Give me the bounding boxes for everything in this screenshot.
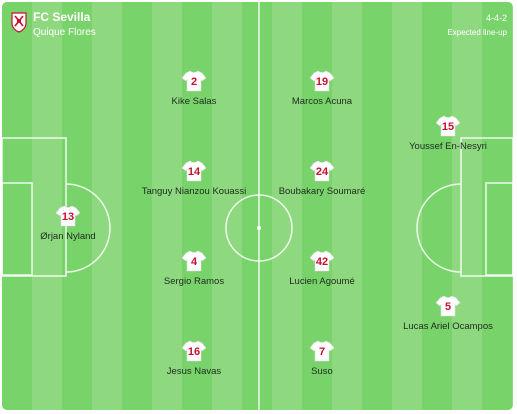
jersey-icon (310, 250, 334, 272)
player-card[interactable]: 13 Ørjan Nyland (3, 205, 133, 247)
player-card[interactable]: 16 Jesus Navas (129, 340, 259, 382)
jersey-icon (182, 160, 206, 182)
jersey-icon (310, 160, 334, 182)
player-card[interactable]: 7 Suso (257, 340, 387, 382)
player-name[interactable]: Kike Salas (171, 96, 217, 107)
jersey-number: 24 (315, 166, 329, 178)
player-name[interactable]: Suso (311, 366, 333, 377)
jersey-number: 15 (441, 121, 455, 133)
player-name[interactable]: Jesus Navas (166, 366, 222, 377)
team-name[interactable]: FC Sevilla (33, 10, 91, 24)
jersey-icon (182, 250, 206, 272)
formation-label: 4-4-2 (485, 13, 507, 23)
jersey-icon (182, 70, 206, 92)
player-card[interactable]: 19 Marcos Acuna (257, 70, 387, 112)
jersey-number: 16 (187, 346, 201, 358)
jersey-number: 13 (61, 211, 75, 223)
player-card[interactable]: 15 Youssef En-Nesyri (383, 115, 513, 157)
player-card[interactable]: 24 Boubakary Soumaré (257, 160, 387, 202)
jersey-icon (182, 340, 206, 362)
jersey-number: 42 (315, 256, 329, 268)
player-card[interactable]: 42 Lucien Agoumé (257, 250, 387, 292)
jersey-icon (310, 340, 334, 362)
jersey-number: 19 (315, 76, 329, 88)
player-name[interactable]: Ørjan Nyland (40, 231, 96, 242)
player-name[interactable]: Lucien Agoumé (289, 276, 355, 287)
coach-name[interactable]: Quique Flores (33, 27, 96, 38)
jersey-icon (436, 295, 460, 317)
player-name[interactable]: Boubakary Soumaré (278, 186, 366, 197)
jersey-number: 4 (190, 256, 198, 268)
player-name[interactable]: Youssef En-Nesyri (409, 141, 487, 152)
jersey-number: 5 (444, 301, 452, 313)
jersey-icon (436, 115, 460, 137)
player-name[interactable]: Lucas Ariel Ocampos (403, 321, 493, 332)
jersey-number: 2 (190, 76, 198, 88)
jersey-number: 14 (187, 166, 201, 178)
player-card[interactable]: 2 Kike Salas (129, 70, 259, 112)
jersey-icon (310, 70, 334, 92)
player-card[interactable]: 5 Lucas Ariel Ocampos (383, 295, 513, 337)
player-name[interactable]: Marcos Acuna (291, 96, 353, 107)
player-card[interactable]: 14 Tanguy Nianzou Kouassi (129, 160, 259, 202)
player-name[interactable]: Tanguy Nianzou Kouassi (141, 186, 247, 197)
expected-lineup-label: Expected line-up (447, 28, 507, 37)
jersey-icon (56, 205, 80, 227)
player-name[interactable]: Sergio Ramos (163, 276, 225, 287)
jersey-number: 7 (318, 346, 326, 358)
pitch: FC Sevilla Quique Flores 4-4-2 Expected … (2, 2, 513, 410)
team-header: FC Sevilla Quique Flores 4-4-2 Expected … (2, 2, 513, 44)
team-crest-icon (11, 12, 27, 33)
player-card[interactable]: 4 Sergio Ramos (129, 250, 259, 292)
